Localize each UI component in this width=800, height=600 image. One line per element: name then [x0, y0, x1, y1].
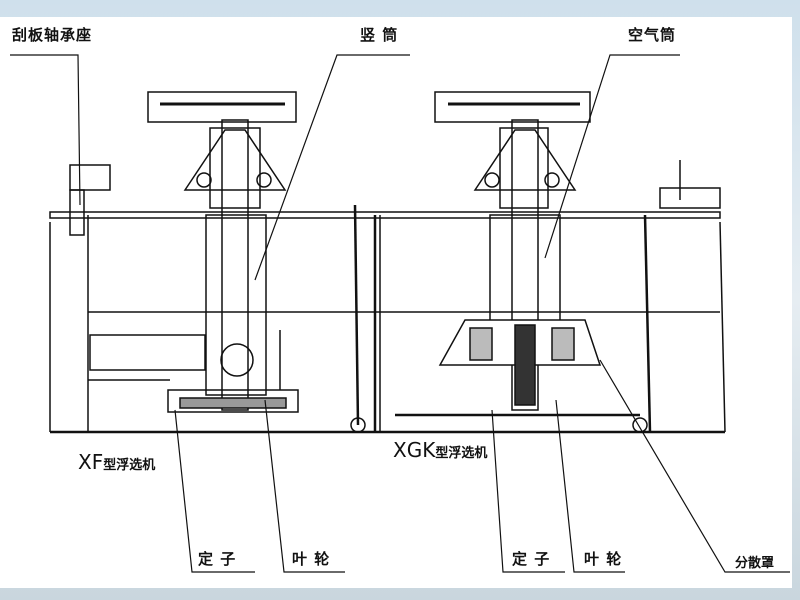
label-stator-xgk: 定 子	[512, 550, 551, 568]
xgk-code: XGK	[393, 438, 436, 462]
label-xf-model: XF型浮选机	[78, 450, 155, 474]
xgk-machine	[395, 91, 721, 417]
xf-code: XF	[78, 450, 104, 474]
leader-lines	[10, 54, 790, 573]
label-stator-xf: 定 子	[198, 550, 237, 568]
label-vertical-tube: 竖 筒	[360, 26, 399, 44]
tank-outline	[49, 204, 726, 434]
xf-suffix: 型浮选机	[103, 458, 156, 473]
label-impeller-xf: 叶 轮	[292, 550, 331, 568]
label-xgk-model: XGK型浮选机	[393, 438, 487, 462]
label-dispersion-hood: 分散罩	[735, 556, 775, 571]
label-air-tube: 空气筒	[628, 26, 677, 44]
xf-machine	[69, 91, 299, 413]
label-scraper-bearing-seat: 刮板轴承座	[12, 26, 93, 44]
diagram-sheet	[0, 17, 792, 588]
xgk-suffix: 型浮选机	[435, 446, 488, 461]
label-impeller-xgk: 叶 轮	[584, 550, 623, 568]
